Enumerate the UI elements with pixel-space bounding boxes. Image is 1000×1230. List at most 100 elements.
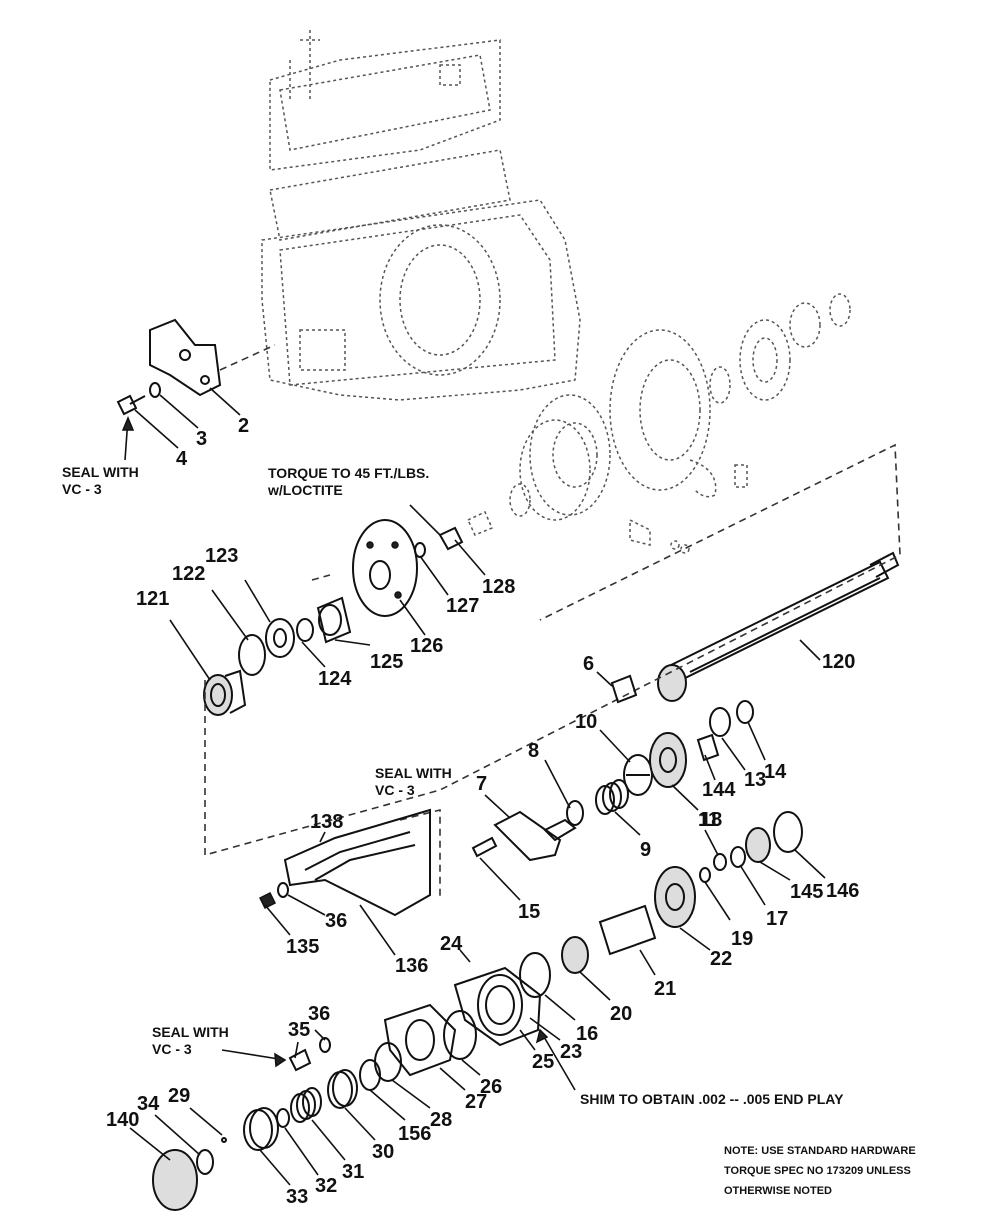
note-torque-line2: w/LOCTITE [267, 482, 343, 498]
label-part-30: 30 [372, 1141, 394, 1163]
label-part-26: 26 [480, 1076, 502, 1098]
label-part-23: 23 [560, 1041, 582, 1063]
label-part-144: 144 [702, 779, 736, 801]
label-part-9: 9 [640, 839, 651, 861]
part-146-cup [773, 811, 803, 853]
label-part-135: 135 [286, 936, 319, 958]
label-part-21: 21 [654, 978, 676, 1000]
label-part-124: 124 [318, 668, 352, 690]
part-33-seal [243, 1107, 279, 1151]
label-part-11: 11 [698, 809, 719, 831]
label-part-17: 17 [766, 908, 788, 930]
part-2-bracket [149, 318, 276, 397]
part-16-cup [519, 952, 551, 998]
brake-pulley-assembly-phantom [509, 293, 851, 554]
part-26-oring [443, 1010, 477, 1060]
label-part-136: 136 [395, 955, 428, 977]
note-shim: SHIM TO OBTAIN .002 -- .005 END PLAY [580, 1091, 844, 1107]
transmission-housing-phantom [261, 30, 581, 401]
label-part-7: 7 [476, 773, 487, 795]
part-9-spring [595, 779, 629, 815]
part-24-carrier [453, 966, 542, 1047]
part-30-sleeve [327, 1069, 358, 1109]
part-28-seal [374, 1042, 402, 1082]
part-36b-washer [319, 1037, 331, 1053]
part-3-washer [149, 382, 161, 398]
part-121-bearing [203, 669, 247, 716]
label-part-19: 19 [731, 928, 753, 950]
part-156-ring [359, 1059, 381, 1091]
part-140-cap [152, 1149, 198, 1211]
label-part-128: 128 [482, 576, 515, 598]
note-seal-middle-line1: SEAL WITH [375, 765, 452, 781]
label-part-2: 2 [238, 415, 249, 437]
part-4-bolt [116, 394, 146, 416]
part-20-bearing [561, 936, 589, 974]
label-part-15: 15 [518, 901, 540, 923]
label-part-156: 156 [398, 1123, 431, 1145]
part-14-washer [736, 700, 754, 724]
label-part-4: 4 [176, 448, 188, 470]
label-part-140: 140 [106, 1109, 139, 1131]
note-torque-line1: TORQUE TO 45 FT./LBS. [268, 465, 429, 481]
part-labels: 2 3 4 128 127 126 125 124 123 122 121 12… [106, 415, 859, 1208]
label-part-10: 10 [575, 711, 597, 733]
part-123-washer [265, 618, 295, 658]
part-127-washer [414, 542, 426, 558]
part-17-ring [730, 846, 746, 868]
footer-note-line1: NOTE: USE STANDARD HARDWARE [724, 1145, 916, 1157]
label-part-125: 125 [370, 651, 403, 673]
part-18-ring [713, 853, 727, 871]
part-124-oring [296, 618, 314, 642]
label-part-35: 35 [288, 1019, 310, 1041]
label-part-27: 27 [465, 1091, 487, 1113]
label-part-28: 28 [430, 1109, 452, 1131]
part-15-fitting [471, 836, 498, 858]
part-126-cover-plate [311, 519, 418, 617]
label-part-122: 122 [172, 563, 205, 585]
label-part-127: 127 [446, 595, 479, 617]
annotation-notes: SEAL WITH VC - 3 TORQUE TO 45 FT./LBS. w… [62, 464, 916, 1197]
label-part-3: 3 [196, 428, 207, 450]
label-part-36-upper: 36 [325, 910, 347, 932]
seal-arrow-top [121, 416, 135, 431]
part-125-spacer [316, 596, 352, 644]
part-19-ring [699, 867, 711, 883]
note-seal-top-line1: SEAL WITH [62, 464, 139, 480]
label-part-8: 8 [528, 740, 539, 762]
label-part-32: 32 [315, 1175, 337, 1197]
part-32-ring [276, 1108, 290, 1128]
label-part-36-lower: 36 [308, 1003, 330, 1025]
part-145-bearing [745, 827, 771, 863]
label-part-33: 33 [286, 1186, 308, 1208]
label-part-123: 123 [205, 545, 238, 567]
part-122-snap-ring [238, 634, 266, 676]
note-seal-middle-line2: VC - 3 [375, 782, 415, 798]
part-144-bearing [696, 733, 720, 762]
part-6-bushing [610, 674, 638, 704]
part-34-ring [196, 1149, 214, 1175]
part-13-washer [709, 707, 731, 737]
label-part-120: 120 [822, 651, 855, 673]
label-part-138: 138 [310, 811, 343, 833]
part-22-gear [654, 866, 696, 928]
label-part-34: 34 [137, 1093, 160, 1115]
note-seal-bottom-line2: VC - 3 [152, 1041, 192, 1057]
note-seal-top-line2: VC - 3 [62, 481, 102, 497]
label-part-145: 145 [790, 881, 823, 903]
part-7-plate [493, 810, 577, 862]
part-11-gear [649, 732, 687, 788]
label-part-31: 31 [342, 1161, 364, 1183]
label-part-29: 29 [168, 1085, 190, 1107]
part-35-bolt [288, 1048, 312, 1072]
label-part-24: 24 [440, 933, 463, 955]
label-part-121: 121 [136, 588, 169, 610]
part-36-washer [277, 882, 289, 898]
leader-lines [124, 387, 826, 1186]
label-part-16: 16 [576, 1023, 598, 1045]
part-31-spring [290, 1087, 322, 1123]
part-8-oring [566, 800, 584, 826]
part-120-shaft [657, 551, 900, 702]
part-21-sleeve [598, 904, 657, 956]
